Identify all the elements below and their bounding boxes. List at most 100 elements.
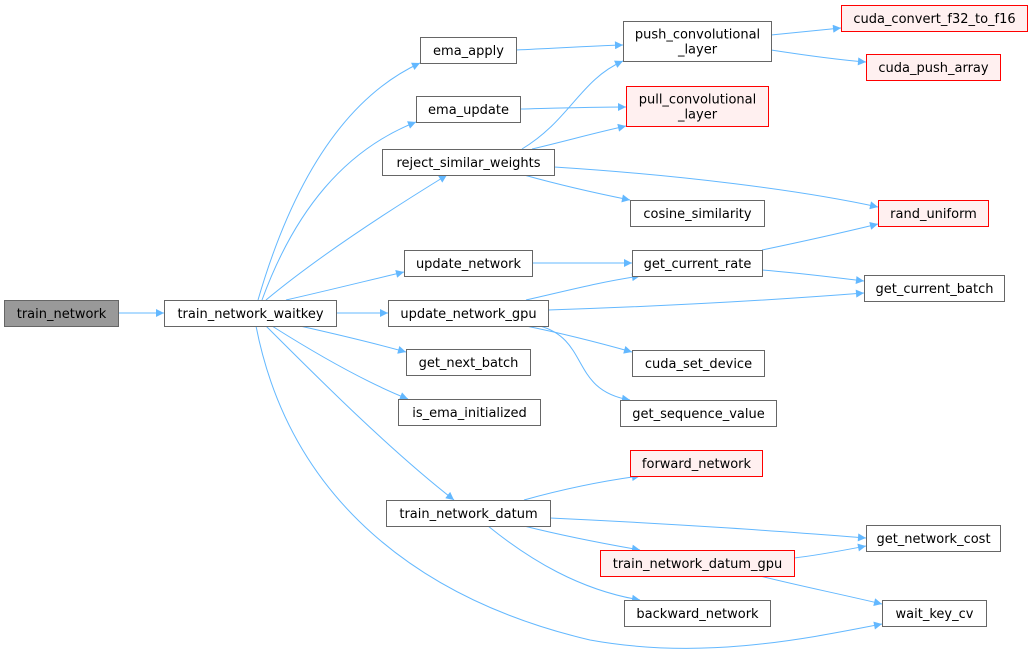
edge-train_network_datum-to-backward_network <box>487 525 641 603</box>
node-label-ema_apply: ema_apply <box>433 44 504 59</box>
node-label-wait_key_cv: wait_key_cv <box>896 607 974 622</box>
edge-train_network_datum-to-get_network_cost <box>549 517 867 542</box>
node-label-cuda_push_array: cuda_push_array <box>878 61 989 76</box>
node-cosine_similarity[interactable]: cosine_similarity <box>630 200 765 227</box>
edge-train_network_waitkey-to-update_network <box>285 269 405 301</box>
node-label-get_current_batch: get_current_batch <box>876 282 994 297</box>
node-label-forward_network: forward_network <box>642 457 752 472</box>
node-box-train_network_waitkey <box>164 300 337 327</box>
node-label-cosine_similarity: cosine_similarity <box>643 207 752 222</box>
node-box-ema_apply <box>420 37 517 64</box>
edge-update_network_gpu-to-cuda_set_device <box>525 325 633 354</box>
edges-layer <box>118 24 883 649</box>
edge-train_network_datum-to-forward_network <box>523 473 641 501</box>
node-box-get_network_cost <box>866 525 1001 552</box>
edge-ema_update-to-pull_convolutional_layer <box>519 103 627 112</box>
node-update_network[interactable]: update_network <box>404 250 533 277</box>
edge-train_network_datum_gpu-to-get_network_cost <box>793 543 867 559</box>
node-box-get_next_batch <box>406 349 531 376</box>
edge-train_network_waitkey-to-is_ema_initialized <box>271 325 409 400</box>
node-box-get_current_rate <box>632 250 763 277</box>
node-cuda_push_array[interactable]: cuda_push_array <box>866 54 1001 81</box>
node-is_ema_initialized[interactable]: is_ema_initialized <box>398 399 541 426</box>
node-label-train_network_datum_gpu: train_network_datum_gpu <box>613 557 783 572</box>
node-box-wait_key_cv <box>882 600 987 627</box>
node-label-update_network_gpu: update_network_gpu <box>400 307 536 322</box>
edge-train_network_waitkey-to-reject_similar_weights <box>265 174 448 301</box>
node-train_network_datum[interactable]: train_network_datum <box>386 500 551 527</box>
node-cuda_set_device[interactable]: cuda_set_device <box>632 350 765 377</box>
node-box-cosine_similarity <box>630 200 765 227</box>
node-box-is_ema_initialized <box>398 399 541 426</box>
node-get_next_batch[interactable]: get_next_batch <box>406 349 531 376</box>
edge-get_current_rate-to-get_current_batch <box>761 269 865 285</box>
node-label-pull_convolutional_layer-line-0: pull_convolutional <box>639 93 757 108</box>
node-box-train_network_datum <box>386 500 551 527</box>
node-label-cuda_convert_f32_to_f16: cuda_convert_f32_to_f16 <box>853 12 1015 27</box>
node-train_network_datum_gpu[interactable]: train_network_datum_gpu <box>600 550 795 577</box>
edge-reject_similar_weights-to-pull_convolutional_layer <box>531 123 627 150</box>
edge-reject_similar_weights-to-push_convolutional_layer <box>521 60 624 150</box>
node-get_network_cost[interactable]: get_network_cost <box>866 525 1001 552</box>
node-label-train_network_datum: train_network_datum <box>399 507 537 522</box>
edge-train_network_datum_gpu-to-wait_key_cv <box>759 575 883 607</box>
node-box-train_network_datum_gpu <box>600 550 795 577</box>
node-label-push_convolutional_layer-line-1: _layer <box>677 43 718 58</box>
node-forward_network[interactable]: forward_network <box>630 450 763 477</box>
node-label-get_network_cost: get_network_cost <box>876 532 990 547</box>
node-box-cuda_set_device <box>632 350 765 377</box>
node-label-push_convolutional_layer-line-0: push_convolutional <box>635 28 760 43</box>
edge-push_convolutional_layer-to-cuda_push_array <box>770 49 867 66</box>
edge-reject_similar_weights-to-cosine_similarity <box>523 174 631 203</box>
node-box-train_network <box>4 300 119 327</box>
node-box-backward_network <box>624 600 771 627</box>
node-train_network[interactable]: train_network <box>4 300 119 327</box>
edge-train_network_waitkey-to-wait_key_cv <box>255 325 883 649</box>
edge-get_current_rate-to-rand_uniform <box>761 221 879 251</box>
edge-train_network_waitkey-to-get_next_batch <box>299 325 407 354</box>
node-label-cuda_set_device: cuda_set_device <box>645 357 752 372</box>
node-box-get_sequence_value <box>620 400 777 427</box>
node-box-forward_network <box>630 450 763 477</box>
edge-train_network_waitkey-to-train_network_datum <box>265 325 455 501</box>
edge-update_network_gpu-to-get_current_rate <box>525 273 641 301</box>
node-box-cuda_convert_f32_to_f16 <box>841 5 1028 32</box>
node-pull_convolutional_layer[interactable]: pull_convolutional_layer <box>626 86 769 127</box>
edge-train_network_datum-to-train_network_datum_gpu <box>523 525 641 553</box>
node-label-backward_network: backward_network <box>636 607 759 622</box>
node-label-get_next_batch: get_next_batch <box>419 356 519 371</box>
edge-reject_similar_weights-to-rand_uniform <box>553 166 879 210</box>
node-box-pull_convolutional_layer <box>626 86 769 127</box>
node-label-train_network: train_network <box>17 307 107 322</box>
node-box-get_current_batch <box>864 275 1005 302</box>
node-box-update_network <box>404 250 533 277</box>
node-label-reject_similar_weights: reject_similar_weights <box>396 156 540 171</box>
node-wait_key_cv[interactable]: wait_key_cv <box>882 600 987 627</box>
edge-train_network_waitkey-to-ema_apply <box>257 62 421 301</box>
edge-train_network_waitkey-to-ema_update <box>261 121 417 301</box>
node-label-rand_uniform: rand_uniform <box>890 207 977 222</box>
node-label-get_current_rate: get_current_rate <box>644 257 752 272</box>
node-box-rand_uniform <box>878 200 989 227</box>
node-get_current_rate[interactable]: get_current_rate <box>632 250 763 277</box>
node-ema_update[interactable]: ema_update <box>416 96 521 123</box>
node-get_sequence_value[interactable]: get_sequence_value <box>620 400 777 427</box>
edge-update_network_gpu-to-get_current_batch <box>547 289 865 311</box>
node-label-get_sequence_value: get_sequence_value <box>632 407 765 422</box>
node-update_network_gpu[interactable]: update_network_gpu <box>388 300 549 327</box>
node-rand_uniform[interactable]: rand_uniform <box>878 200 989 227</box>
node-box-update_network_gpu <box>388 300 549 327</box>
node-cuda_convert_f32_to_f16[interactable]: cuda_convert_f32_to_f16 <box>841 5 1028 32</box>
node-get_current_batch[interactable]: get_current_batch <box>864 275 1005 302</box>
node-reject_similar_weights[interactable]: reject_similar_weights <box>382 149 555 176</box>
node-train_network_waitkey[interactable]: train_network_waitkey <box>164 300 337 327</box>
nodes-layer: train_network train_network_waitkey ema_ap… <box>4 5 1028 627</box>
node-ema_apply[interactable]: ema_apply <box>420 37 517 64</box>
node-label-is_ema_initialized: is_ema_initialized <box>412 406 526 421</box>
edge-push_convolutional_layer-to-cuda_convert_f32_to_f16 <box>770 24 842 36</box>
edge-update_network_gpu-to-get_sequence_value <box>539 325 631 403</box>
node-push_convolutional_layer[interactable]: push_convolutional_layer <box>623 21 772 62</box>
node-label-pull_convolutional_layer-line-1: _layer <box>677 108 718 123</box>
node-backward_network[interactable]: backward_network <box>624 600 771 627</box>
